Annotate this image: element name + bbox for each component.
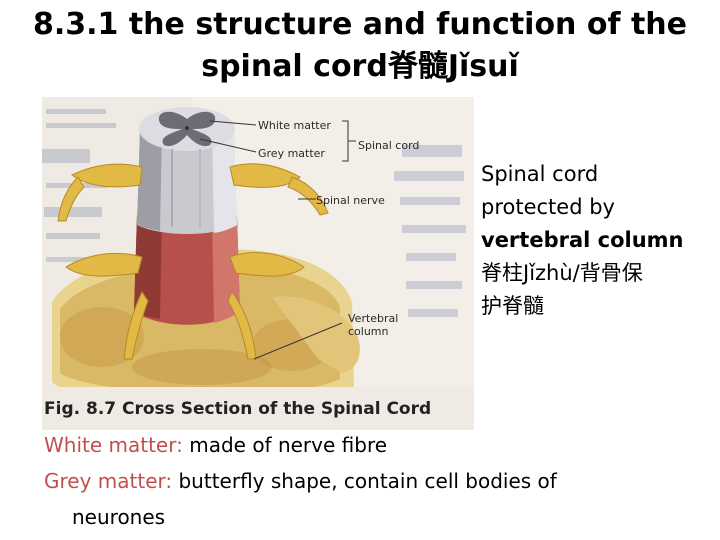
vertebral-column [52,248,360,407]
bullet-term: White matter: [44,433,183,457]
spinal-nerves [57,163,329,360]
bullet-list: White matter: made of nerve fibre Grey m… [44,427,714,535]
side-line-3: vertebral column [481,228,684,252]
bullet-white-matter: White matter: made of nerve fibre [44,427,714,463]
label-spinal-nerve: Spinal nerve [316,194,385,207]
side-description: Spinal cord protected by vertebral colum… [481,158,713,323]
label-grey-matter: Grey matter [258,147,325,160]
title-line-2: spinal cord脊髓Jǐsuǐ [201,49,519,84]
bullet-term: Grey matter: [44,469,173,493]
side-line-5: 护脊髓 [481,294,544,318]
spinal-cord-illustration: White matter Grey matter Spinal cord Spi… [42,97,474,430]
bullet-text: butterfly shape, contain cell bodies of [172,469,557,493]
side-line-4: 脊柱Jǐzhù/背骨保 [481,261,643,285]
label-pointers [199,120,356,360]
label-white-matter: White matter [258,119,331,132]
spinal-cord-lower [134,215,240,325]
bullet-text: made of nerve fibre [182,433,388,457]
figure-caption: Fig. 8.7 Cross Section of the Spinal Cor… [44,399,431,419]
side-line-2: protected by [481,195,615,219]
spinal-cord-upper [137,107,237,234]
label-spinal-cord: Spinal cord [358,139,419,152]
label-column: column [348,325,389,338]
label-vertebral: Vertebral [348,312,398,325]
bullet-continuation: neurones [72,505,166,529]
title-line-1: 8.3.1 the structure and function of the [32,7,688,42]
bullet-grey-matter: Grey matter: butterfly shape, contain ce… [44,463,714,535]
spinal-cord-figure: White matter Grey matter Spinal cord Spi… [42,97,474,430]
side-line-1: Spinal cord [481,162,599,186]
slide-title: 8.3.1 the structure and function of the … [0,4,720,88]
